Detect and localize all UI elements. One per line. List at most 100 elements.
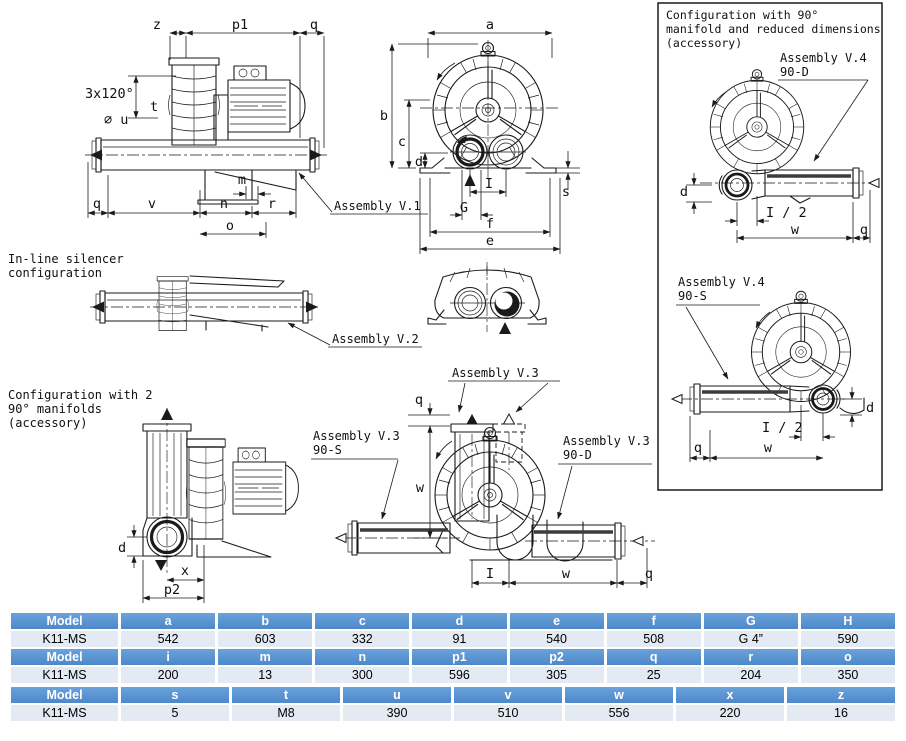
table-header-row: Model i m n p1 p2 q r o: [11, 649, 895, 665]
side-base: [197, 169, 297, 205]
dim-label-v: v: [148, 196, 156, 212]
side-vertical-silencer: [167, 57, 221, 146]
header-cell-H: H: [800, 613, 895, 629]
inline-caption-line2: configuration: [8, 266, 102, 280]
v4d-dimensions: [686, 173, 871, 243]
header-cell-model: Model: [11, 613, 118, 629]
dim-label-p2: p2: [164, 582, 180, 598]
cell-u: 390: [343, 705, 451, 721]
dim-label-I: I: [485, 176, 493, 192]
assembly-v3-label: Assembly V.3: [452, 366, 539, 380]
manifold-vertical-silencer: [146, 430, 188, 519]
side-top-dimensions: [169, 30, 325, 148]
assembly-v3-drawing: Assembly V.3: [311, 366, 655, 588]
dimension-table-main: Model a b c d e f G H K11-MS 542 603 332…: [8, 611, 898, 685]
cell-q: 25: [606, 667, 701, 683]
manifold-caption-line1: Configuration with 2: [8, 388, 153, 402]
inline-center-body: [156, 276, 189, 331]
manifold-caption-line2: 90° manifolds: [8, 402, 102, 416]
cell-a: 542: [121, 631, 216, 647]
header-cell-a: a: [121, 613, 216, 629]
assembly-v3-90d-leader: [557, 465, 573, 520]
manifold-dimensions: [127, 525, 205, 603]
dim-label-b: b: [380, 108, 388, 124]
inline-base-plate: [189, 275, 285, 332]
dim-label-o: o: [226, 218, 234, 234]
assembly-v4-90d-leader: [813, 79, 869, 162]
cell-e: 540: [509, 631, 604, 647]
rotation-arrow: [755, 311, 771, 329]
v3-vertical-silencer: [454, 431, 490, 522]
dim-label-e: e: [486, 233, 494, 249]
header-cell-f: f: [606, 613, 701, 629]
side-bolt-dimensions: [128, 75, 176, 119]
flow-arrow-down: [155, 560, 167, 571]
flow-arrow-in: [670, 393, 683, 405]
front-dimensions: [389, 30, 580, 254]
manifold-90-box: Configuration with 90° manifold and redu…: [657, 2, 883, 491]
assembly-v3-90s-label-line1: Assembly V.3: [313, 429, 400, 443]
dim-label-n: n: [220, 196, 228, 212]
dim-label-w: w: [791, 222, 800, 238]
assembly-v3-90s-label-line2: 90-S: [313, 443, 342, 457]
front-ports: [450, 134, 526, 170]
dim-label-q: q: [694, 440, 702, 456]
assembly-v4-90d-label-line1: Assembly V.4: [780, 51, 867, 65]
header-cell-m: m: [218, 649, 313, 665]
header-cell-i: i: [121, 649, 216, 665]
assembly-v3-90s-leader: [381, 459, 399, 520]
dim-label-m: m: [238, 172, 246, 188]
side-bottom-dimensions: [87, 162, 297, 238]
dimension-drawings: z p1 q 3x120° t ∅ u m: [8, 2, 883, 603]
dim-label-w-left: w: [416, 480, 425, 496]
dim-label-i2: I / 2: [762, 420, 803, 436]
cell-s: 5: [121, 705, 229, 721]
v4s-blower-housing: [751, 290, 851, 402]
manifold-motor: [232, 447, 300, 515]
dim-label-w: w: [562, 566, 571, 582]
box-title-line1: Configuration with 90°: [666, 8, 818, 22]
flow-arrow-left: [90, 149, 102, 161]
assembly-v4-90s-leader: [685, 306, 729, 380]
assembly-v4-90s-drawing: Assembly V.4 90-S: [670, 275, 874, 462]
cell-z: 16: [787, 705, 895, 721]
header-cell-v: v: [454, 687, 562, 703]
dim-label-q-bottom: q: [93, 196, 101, 212]
header-cell-d: d: [412, 613, 507, 629]
dim-label-q-top: q: [310, 17, 318, 33]
box-border: [657, 2, 883, 491]
cell-x: 220: [676, 705, 784, 721]
header-cell-p1: p1: [412, 649, 507, 665]
cell-o: 350: [800, 667, 895, 683]
box-title-line2: manifold and reduced dimensions: [666, 22, 881, 36]
manifold-config-drawing: Configuration with 2 90° manifolds (acce…: [8, 388, 300, 603]
dimension-table-bottom: Model s t u v w x z K11-MS 5 M8 390 510 …: [8, 685, 898, 723]
v3-dimensions: [408, 403, 648, 588]
assembly-v4-90s-label-line2: 90-S: [678, 289, 707, 303]
header-cell-s: s: [121, 687, 229, 703]
dim-label-p1: p1: [232, 17, 248, 33]
dim-label-d: d: [680, 184, 688, 200]
cell-w: 556: [565, 705, 673, 721]
header-cell-r: r: [703, 649, 798, 665]
dim-label-G: G: [460, 200, 468, 216]
dim-label-bolt-pattern: 3x120°: [85, 86, 134, 102]
rotation-arrow: [711, 91, 727, 108]
assembly-v2-leader: [287, 322, 331, 346]
cell-v: 510: [454, 705, 562, 721]
table-data-row: K11-MS 5 M8 390 510 556 220 16: [11, 705, 895, 721]
cell-r: 204: [703, 667, 798, 683]
cell-c: 332: [315, 631, 410, 647]
dim-label-x: x: [181, 563, 189, 579]
cell-p2: 305: [509, 667, 604, 683]
dim-label-z: z: [153, 17, 161, 33]
table-data-row: K11-MS 200 13 300 596 305 25 204 350: [11, 667, 895, 683]
header-cell-o: o: [800, 649, 895, 665]
flow-arrow-out: [867, 177, 880, 189]
front-view-drawing: a b c d I G f e s: [380, 17, 580, 254]
header-cell-z: z: [787, 687, 895, 703]
assembly-v4-90d-label-line2: 90-D: [780, 65, 809, 79]
manifold-base: [196, 540, 272, 558]
dim-label-w: w: [764, 440, 773, 456]
dimension-tables: Model a b c d e f G H K11-MS 542 603 332…: [8, 611, 898, 723]
